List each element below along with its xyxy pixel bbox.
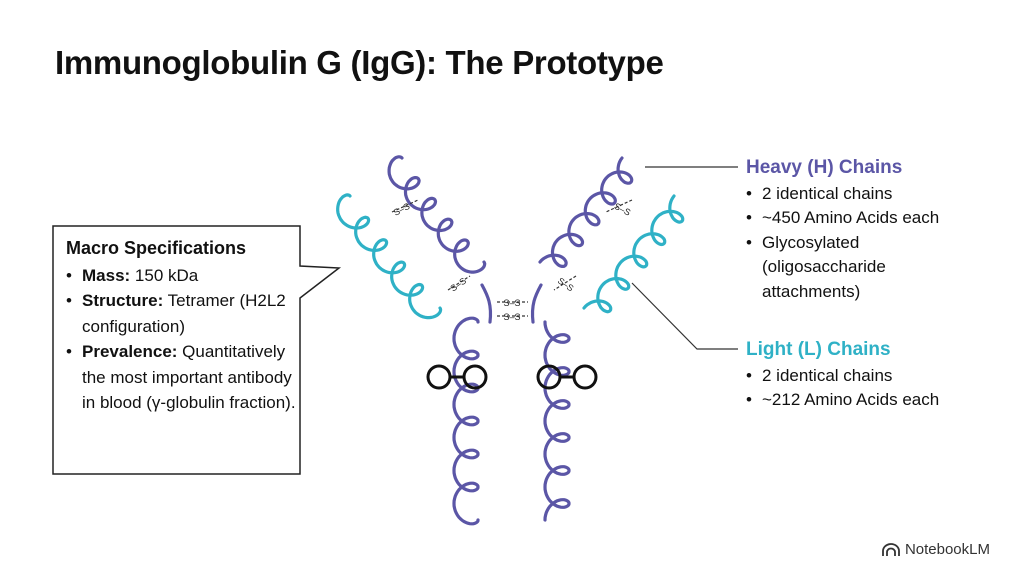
spec-value: Quantitatively the most important antibo… bbox=[82, 342, 296, 412]
light-chain-right bbox=[582, 194, 685, 314]
heavy-chain-left-arm bbox=[387, 155, 487, 274]
legend-item-text: ~212 Amino Acids each bbox=[762, 390, 940, 409]
bullet: • bbox=[66, 291, 72, 310]
legend-item-text: 2 identical chains bbox=[762, 183, 893, 203]
bullet: • bbox=[66, 265, 72, 285]
spec-value: Tetramer (H2L2 configuration) bbox=[82, 291, 286, 336]
legend-item-text: 2 identical chains bbox=[762, 365, 893, 385]
disulfide-bond-left-light-line bbox=[447, 275, 471, 291]
spec-item-structure: • Structure: Tetramer (H2L2 configuration… bbox=[66, 288, 298, 339]
oligosaccharide-left-outer bbox=[426, 364, 452, 390]
legend-item: • ~212 Amino Acids each bbox=[746, 388, 939, 413]
spec-label: Mass: bbox=[82, 265, 131, 285]
disulfide-bond-hinge-2-label: S–S bbox=[503, 312, 520, 322]
branding-text: NotebookLM bbox=[904, 541, 990, 558]
disulfide-bond-left-light-label: S–S bbox=[448, 276, 468, 294]
legend-item-text: ~450 Amino Acids each bbox=[762, 208, 940, 227]
light-chain-left bbox=[336, 193, 443, 320]
notebooklm-logo-icon bbox=[882, 542, 900, 556]
bullet: • bbox=[746, 365, 752, 385]
disulfide-bond-right-light-label: S–S bbox=[556, 276, 576, 294]
light-chains-legend: Light (L) Chains • 2 identical chains • ~2… bbox=[746, 338, 939, 413]
heavy-chain-right-stem bbox=[543, 320, 571, 522]
heavy-chain-right-arm bbox=[538, 156, 634, 268]
heavy-chains-heading: Heavy (H) Chains bbox=[746, 157, 903, 178]
legend-item: • 2 identical chains bbox=[746, 182, 939, 207]
heavy-chains-legend: Heavy (H) Chains • 2 identical chains • ~4… bbox=[746, 156, 939, 304]
specifications-panel: Macro Specifications • Mass: 150 kDa • Str… bbox=[66, 236, 298, 416]
bullet: • bbox=[746, 232, 752, 252]
branding: NotebookLM bbox=[882, 541, 990, 558]
bullet: • bbox=[746, 208, 752, 227]
legend-item: • Glycosylated (oligosaccharide attachmen… bbox=[746, 231, 912, 305]
spec-value: 150 kDa bbox=[130, 265, 199, 285]
page-title: Immunoglobulin G (IgG): The Prototype bbox=[55, 44, 664, 81]
spec-item-mass: • Mass: 150 kDa bbox=[66, 263, 298, 289]
bullet: • bbox=[746, 390, 752, 409]
spec-label: Structure: bbox=[82, 291, 164, 310]
heavy-chain-left-stem bbox=[452, 316, 480, 526]
spec-label: Prevalence: bbox=[82, 342, 178, 361]
bullet: • bbox=[66, 342, 72, 361]
oligosaccharide-right-outer bbox=[572, 364, 598, 390]
heavy-chain-right-hinge bbox=[530, 283, 543, 324]
legend-item-text: Glycosylated (oligosaccharide attachment… bbox=[762, 232, 886, 301]
disulfide-bond-right-arm-label: S–S bbox=[613, 201, 633, 218]
heavy-chain-left-hinge bbox=[480, 283, 493, 324]
specifications-heading: Macro Specifications bbox=[66, 238, 247, 258]
bullet: • bbox=[746, 183, 752, 203]
legend-item: • 2 identical chains bbox=[746, 364, 939, 389]
disulfide-bond-hinge-1-label: S–S bbox=[503, 298, 520, 308]
light-chains-heading: Light (L) Chains bbox=[746, 339, 891, 360]
disulfide-bond-right-light-line bbox=[553, 275, 577, 291]
spec-item-prevalence: • Prevalence: Quantitatively the most imp… bbox=[66, 339, 298, 416]
light-chain-pointer-line bbox=[631, 282, 738, 350]
legend-item: • ~450 Amino Acids each bbox=[746, 206, 939, 231]
